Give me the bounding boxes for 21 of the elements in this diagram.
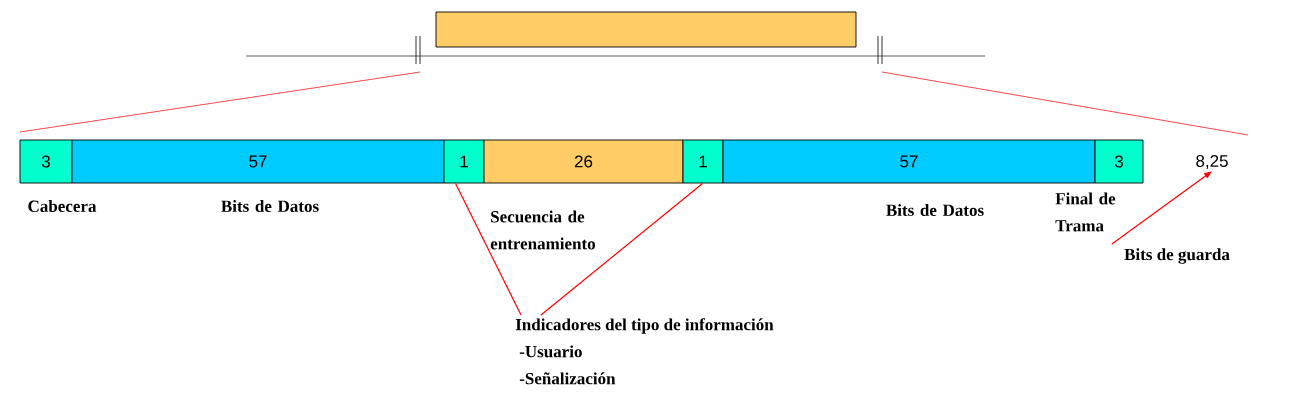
frame-segment: 3 [1094,139,1144,184]
frame-segment: 1 [443,139,485,184]
note-text: Bits de guarda [1124,248,1230,264]
segment-label: Bits de Datos [221,200,319,212]
frame-segment: 57 [71,139,445,184]
segment-label: Final de Trama [1055,192,1116,232]
note-text: Indicadores del tipo de información [515,318,774,334]
leader-line [454,182,522,316]
frame-segment: 57 [722,139,1096,184]
segment-label: Secuencia de entrenamiento [490,210,595,250]
note-text: -Usuario [519,345,582,358]
segment-label: Cabecera [28,200,97,212]
leader-line [540,182,704,316]
segment-label: Bits de Datos [886,204,984,216]
frame-segment: 26 [483,139,684,184]
frame-segment: 3 [19,139,73,184]
value-text: 8,25 [1196,155,1228,170]
arrow [1111,171,1212,245]
frame-segment: 1 [682,139,724,184]
note-text: -Señalización [519,372,616,385]
bar [435,11,857,48]
